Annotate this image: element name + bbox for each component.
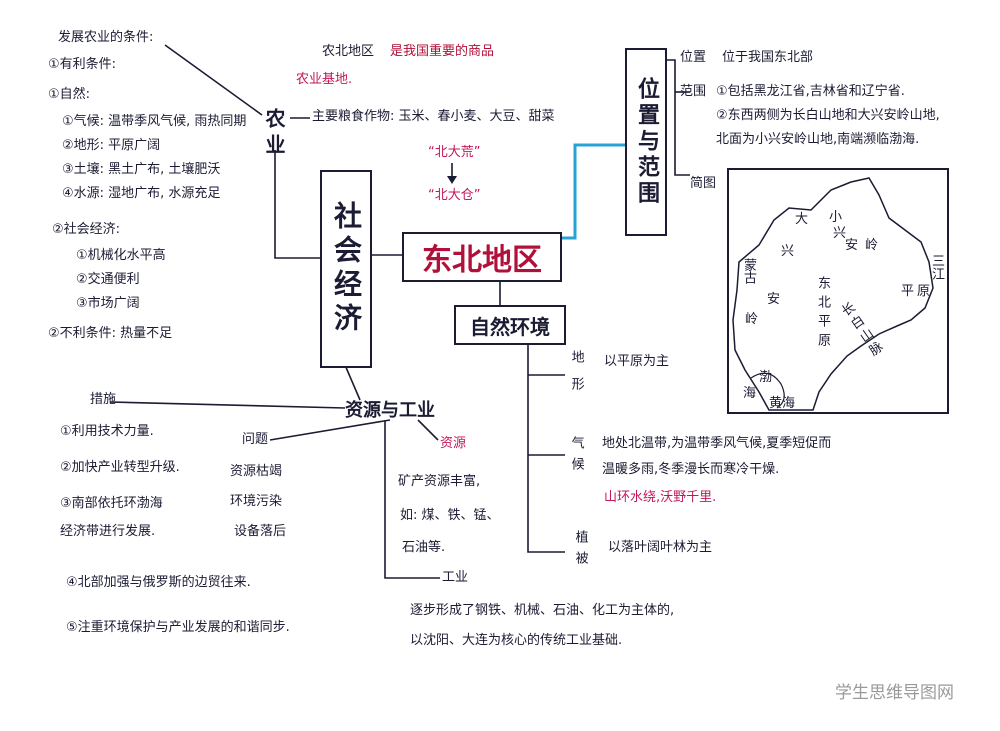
agri-title: 农业	[262, 108, 286, 160]
map-bohai-bo: 渤	[759, 370, 773, 385]
map-ling: 岭	[745, 312, 759, 327]
map-outline	[732, 177, 934, 411]
agri-s2: ②交通便利	[76, 272, 140, 287]
res-2: 如: 煤、铁、锰、	[400, 508, 500, 523]
header-note-2: 农业基地.	[296, 72, 353, 87]
map-an2: 安	[845, 238, 859, 253]
agri-cond-title: 发展农业的条件:	[58, 30, 154, 45]
resources-title: 资源与工业	[345, 400, 435, 421]
problem-2: 环境污染	[230, 494, 283, 509]
agri-favorable: ①有利条件:	[48, 57, 117, 72]
map-sanjiang: 三江	[929, 254, 944, 280]
map-dongbei-plain: 东北平原	[815, 276, 830, 352]
sketch-map: 大 兴 安 岭 小 兴 安 岭 三江 平 原 东北平原 长白山脉 蒙古 渤 海 …	[727, 168, 949, 414]
problem-1: 资源枯竭	[230, 464, 283, 479]
old-name: “北大荒”	[428, 145, 481, 160]
measure-3b: 经济带进行发展.	[60, 524, 156, 539]
social-economy-title: 社会经济	[330, 201, 363, 337]
map-an: 安	[767, 292, 781, 307]
map-yuan: 原	[917, 284, 931, 299]
agri-unfavorable: ②不利条件: 热量不足	[48, 326, 173, 341]
veg-text: 以落叶阔叶林为主	[608, 540, 713, 555]
agri-n2: ②地形: 平原广阔	[62, 138, 161, 153]
res-3: 石油等.	[402, 540, 446, 555]
range-2a: ②东西两侧为长白山地和大兴安岭山地,	[716, 108, 940, 123]
map-label: 简图	[690, 176, 717, 191]
res-title: 资源	[440, 436, 467, 451]
measure-5: ⑤注重环境保护与产业发展的和谐同步.	[66, 620, 290, 635]
agri-n3: ③土壤: 黑土广布, 土壤肥沃	[62, 162, 221, 177]
range-2b: 北面为小兴安岭山地,南端濒临渤海.	[716, 132, 920, 147]
measures-title: 措施	[90, 392, 117, 407]
header-note-1b: 是我国重要的商品	[390, 44, 495, 59]
map-ling2: 岭	[865, 238, 879, 253]
new-name: “北大仓”	[428, 188, 481, 203]
nature-box: 自然环境	[454, 305, 566, 345]
nature-title: 自然环境	[470, 314, 550, 339]
map-huanghai: 黄海	[769, 396, 796, 411]
map-xing2: 兴	[833, 226, 847, 241]
social-economy-box: 社会经济	[320, 170, 372, 368]
veg-label: 植被	[572, 530, 588, 572]
center-title: 东北地区	[422, 243, 542, 278]
agri-natural: ①自然:	[48, 87, 91, 102]
agri-s3: ③市场广阔	[76, 296, 140, 311]
location-box: 位置与范围	[625, 48, 667, 236]
climate-2: 温暖多雨,冬季漫长而寒冷干燥.	[602, 462, 780, 477]
map-xiao: 小	[829, 210, 843, 225]
crops-text: 主要粮食作物: 玉米、春小麦、大豆、甜菜	[312, 109, 555, 124]
pos-label: 位置	[680, 50, 707, 65]
measure-2: ②加快产业转型升级.	[60, 460, 180, 475]
agri-n4: ④水源: 湿地广布, 水源充足	[62, 186, 221, 201]
pos-text: 位于我国东北部	[722, 50, 814, 65]
map-mengu: 蒙古	[741, 258, 756, 284]
ind-1: 逐步形成了钢铁、机械、石油、化工为主体的,	[410, 603, 675, 618]
header-note-1: 农北地区	[322, 44, 375, 59]
map-da: 大	[795, 212, 809, 227]
terrain-label: 地形	[568, 350, 584, 404]
ind-2: 以沈阳、大连为核心的传统工业基础.	[410, 633, 623, 648]
map-ping: 平	[901, 284, 915, 299]
terrain-text: 以平原为主	[604, 354, 670, 369]
map-xing: 兴	[781, 244, 795, 259]
agri-social: ②社会经济:	[52, 222, 121, 237]
problem-3: 设备落后	[234, 524, 287, 539]
measure-3a: ③南部依托环渤海	[60, 496, 163, 511]
map-bohai-hai: 海	[743, 386, 757, 401]
measure-1: ①利用技术力量.	[60, 424, 154, 439]
climate-3: 山环水绕,沃野千里.	[604, 490, 717, 505]
climate-label: 气候	[568, 436, 584, 478]
range-label: 范围	[680, 84, 707, 99]
res-1: 矿产资源丰富,	[398, 474, 481, 489]
range-1: ①包括黑龙江省,吉林省和辽宁省.	[716, 84, 905, 99]
problems-title: 问题	[242, 432, 269, 447]
watermark: 学生思维导图网	[835, 683, 954, 703]
measure-4: ④北部加强与俄罗斯的边贸往来.	[66, 575, 251, 590]
location-title: 位置与范围	[634, 77, 659, 207]
agri-n1: ①气候: 温带季风气候, 雨热同期	[62, 114, 247, 129]
ind-title: 工业	[442, 570, 469, 585]
agri-s1: ①机械化水平高	[76, 248, 166, 263]
center-box: 东北地区	[402, 232, 562, 282]
climate-1: 地处北温带,为温带季风气候,夏季短促而	[602, 436, 832, 451]
